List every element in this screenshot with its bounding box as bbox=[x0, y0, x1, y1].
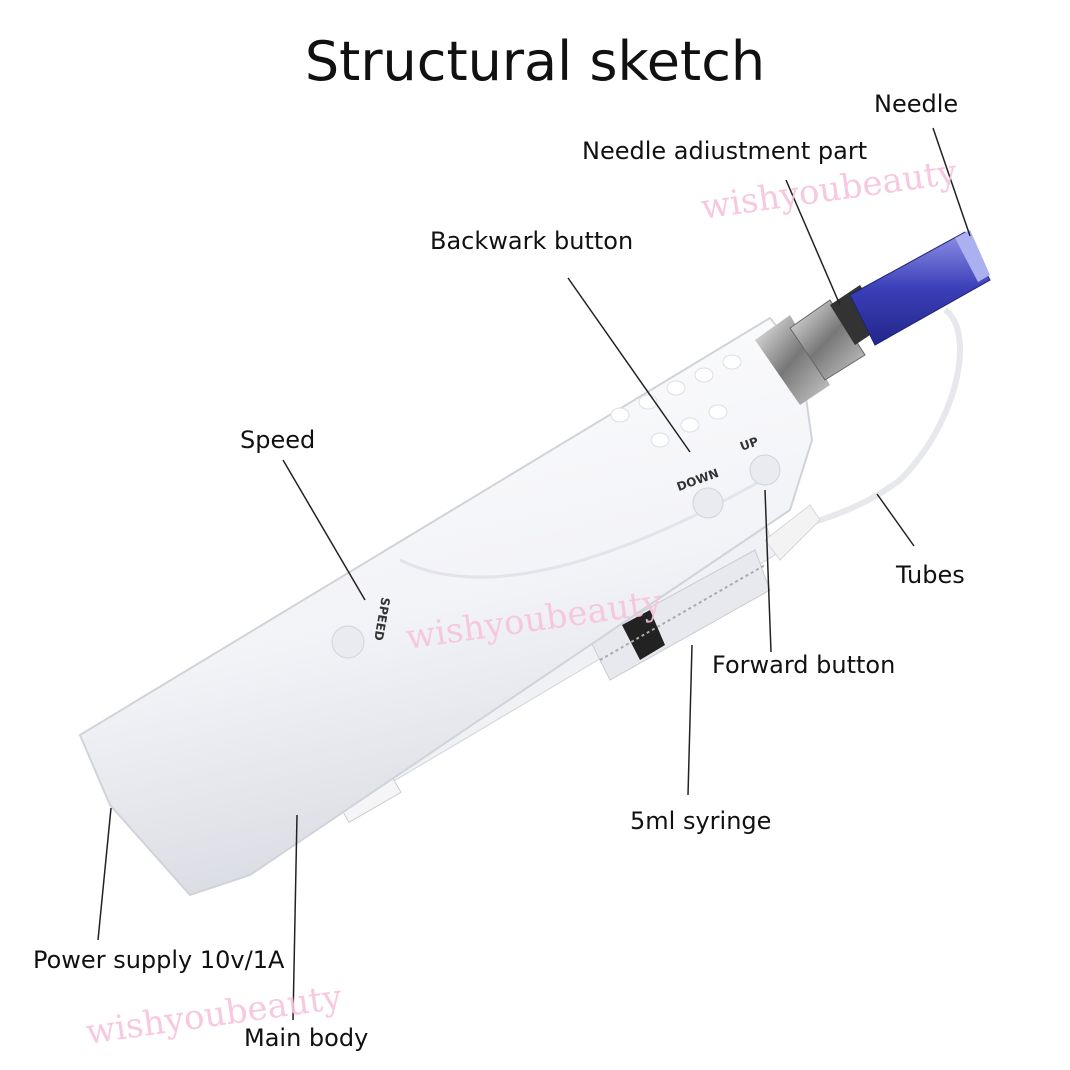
label-forward-button: Forward button bbox=[712, 651, 896, 679]
label-needle: Needle bbox=[874, 90, 959, 118]
up-button[interactable] bbox=[749, 454, 781, 486]
leader-lines bbox=[97, 127, 971, 1021]
label-needle-adjustment: Needle adiustment part bbox=[582, 137, 868, 165]
speed-button[interactable] bbox=[331, 625, 365, 659]
label-tubes: Tubes bbox=[896, 561, 965, 589]
label-backward-button: Backwark button bbox=[430, 227, 634, 255]
down-button[interactable] bbox=[692, 487, 724, 519]
label-main-body: Main body bbox=[244, 1024, 369, 1052]
label-power-supply: Power supply 10v/1A bbox=[33, 946, 285, 974]
page-title: Structural sketch bbox=[304, 30, 766, 93]
adjustment-knob bbox=[789, 299, 866, 381]
tube bbox=[789, 307, 963, 533]
label-speed: Speed bbox=[240, 426, 316, 454]
needle-cartridge bbox=[849, 231, 991, 346]
silver-ring bbox=[755, 315, 830, 405]
label-syringe: 5ml syringe bbox=[630, 807, 772, 835]
